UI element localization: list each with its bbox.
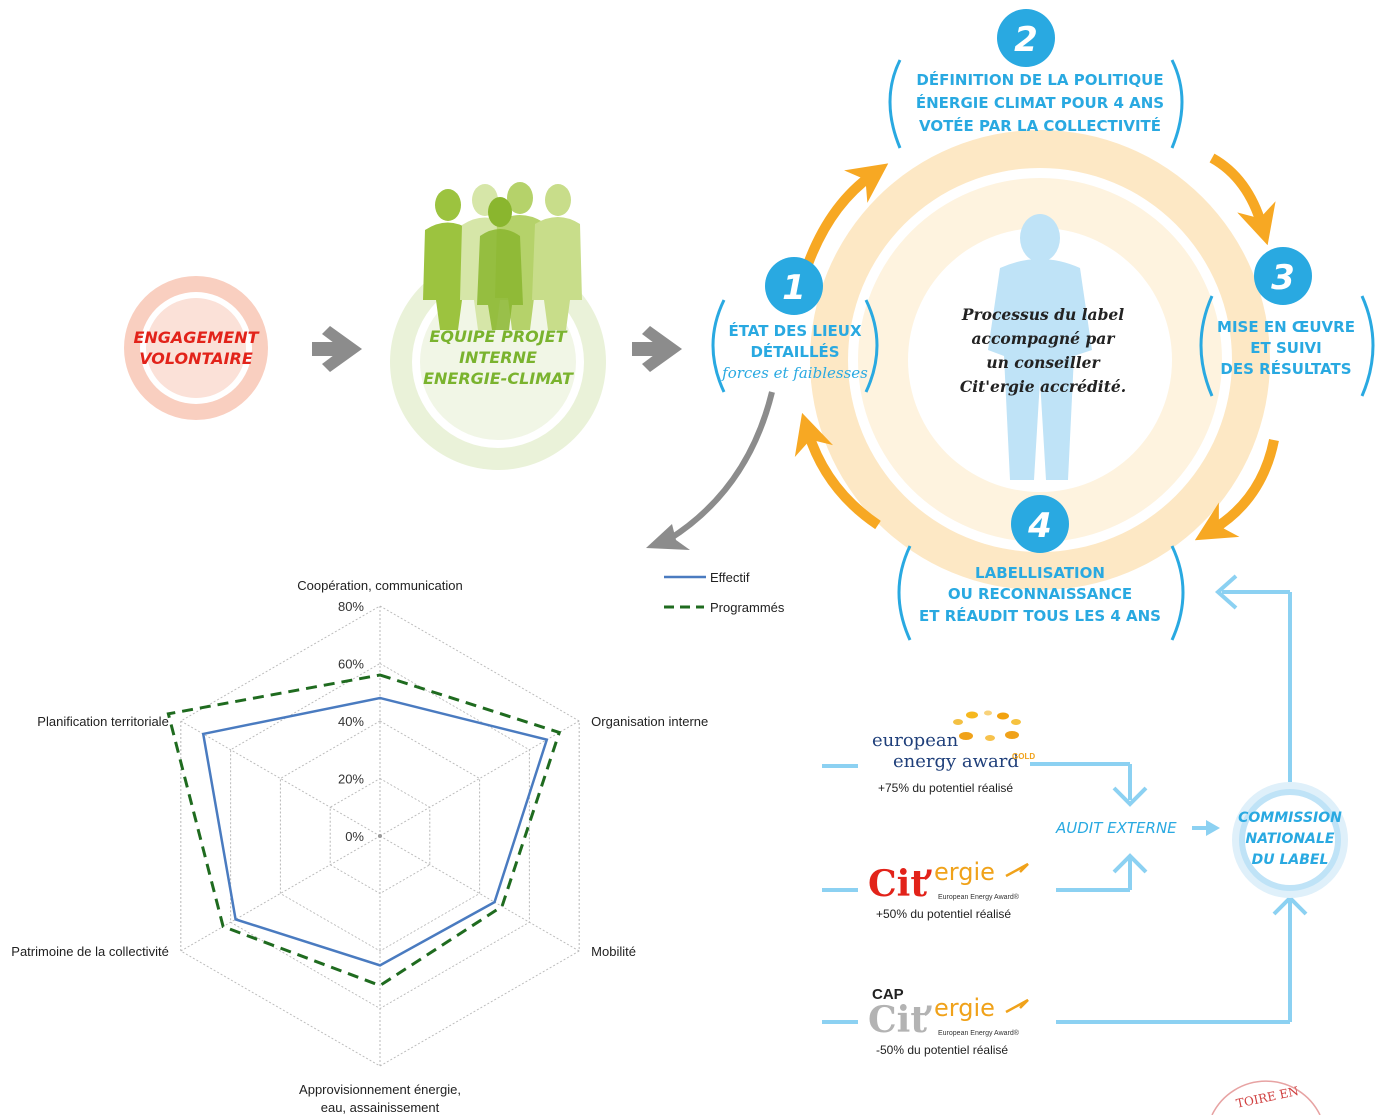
axis-label-5: Planification territoriale [37, 714, 169, 729]
cycle-arrow-3-4 [1194, 438, 1279, 541]
audit-label: AUDIT EXTERNE [1055, 819, 1177, 837]
cap-citergie-tier: CAP Cit ’ ergie European Energy Award® -… [822, 895, 1308, 1057]
axis-line-1 [379, 720, 580, 837]
cap-citergie-cap: CAP [872, 986, 904, 1003]
label-cycle: Processus du label accompagné par un con… [711, 9, 1375, 641]
step-2: 2 DÉFINITION DE LA POLITIQUE ÉNERGIE CLI… [888, 9, 1184, 149]
grey-arrow-2 [632, 326, 682, 372]
commission-line3: DU LABEL [1252, 852, 1329, 868]
center-line4: Cit'ergie accrédité. [960, 377, 1126, 396]
step-4-line3: ET RÉAUDIT TOUS LES 4 ANS [919, 606, 1161, 625]
eea-line1: european [872, 730, 959, 751]
tick-label-60: 60% [338, 657, 364, 672]
commission-nationale: COMMISSION NATIONALE DU LABEL [1214, 574, 1348, 898]
tick-label-80: 80% [338, 599, 364, 614]
step-1-badge [765, 257, 823, 315]
legend-effectif-label: Effectif [710, 570, 750, 585]
cap-citergie-swoosh-icon [1005, 998, 1029, 1014]
cap-citergie-cit: Cit [868, 999, 927, 1041]
step-3-number: 3 [1271, 258, 1295, 298]
step-3-line1: MISE EN ŒUVRE [1217, 318, 1355, 336]
step-3: 3 MISE EN ŒUVRE ET SUIVI DES RÉSULTATS [1199, 247, 1375, 397]
eea-stars-icon [953, 710, 1021, 741]
legend-programmes-label: Programmés [710, 600, 785, 615]
equipe-line2: INTERNE [459, 348, 537, 367]
axis-label-2: Mobilité [591, 944, 636, 959]
axis-label-3-line0: Approvisionnement énergie, [299, 1082, 461, 1097]
step-1-line1: ÉTAT DES LIEUX [728, 321, 862, 340]
step-2-line3: VOTÉE PAR LA COLLECTIVITÉ [919, 116, 1161, 135]
eea-gold: GOLD [1012, 752, 1035, 761]
axis-label-0: Coopération, communication [297, 578, 462, 593]
commission-line2: NATIONALE [1246, 831, 1335, 847]
center-line1: Processus du label [961, 305, 1124, 324]
grid-ring-40 [279, 720, 481, 952]
series-programmés-line [166, 673, 562, 988]
citergie-cit: Cit [868, 863, 927, 905]
radar-series [166, 673, 562, 988]
step-2-line1: DÉFINITION DE LA POLITIQUE [916, 70, 1163, 89]
axis-label-1: Organisation interne [591, 714, 708, 729]
radar-chart: 0% 20% 40% 60% 80% Coopération, communicatio… [11, 578, 708, 1115]
step-2-line2: ÉNERGIE CLIMAT POUR 4 ANS [916, 93, 1164, 112]
eea-line2: energy award [893, 751, 1019, 772]
eea-gold-tier: european energy award GOLD +75% du poten… [822, 710, 1148, 807]
step-4: 4 LABELLISATION OU RECONNAISSANCE ET RÉA… [897, 495, 1185, 641]
step-3-line2: ET SUIVI [1250, 339, 1321, 357]
equipe-line3: ENERGIE-CLIMAT [423, 369, 574, 388]
eea-caption: +75% du potentiel réalisé [878, 781, 1013, 795]
citergie-sub: European Energy Award® [938, 893, 1020, 901]
grey-arrow-1 [312, 326, 362, 372]
stamp-text: TOIRE EN [1235, 1084, 1300, 1111]
tick-label-20: 20% [338, 772, 364, 787]
chart-legend: Effectif Programmés [664, 570, 785, 615]
step-3-line3: DES RÉSULTATS [1220, 359, 1351, 378]
cap-citergie-caption: -50% du potentiel réalisé [876, 1043, 1008, 1057]
engagement-line2: VOLONTAIRE [139, 349, 253, 368]
audit-externe: AUDIT EXTERNE [1055, 819, 1220, 837]
step-2-number: 2 [1014, 20, 1038, 60]
axis-label-3-line1: eau, assainissement [321, 1100, 440, 1115]
step-1-line2: DÉTAILLÉS [750, 342, 839, 361]
citergie-swoosh-icon [1005, 862, 1029, 878]
radar-ticks: 0% 20% 40% 60% 80% [338, 599, 382, 844]
radar-center-dot [378, 834, 382, 838]
tick-label-0: 0% [345, 829, 364, 844]
equipe-line1: EQUIPE PROJET [429, 327, 567, 346]
axis-label-4: Patrimoine de la collectivité [11, 944, 169, 959]
team-silhouettes-icon [423, 182, 582, 330]
cycle-arrow-2-3 [1209, 153, 1276, 246]
cycle-arrow-1-2 [803, 163, 889, 266]
series-effectif-line [201, 696, 549, 967]
cap-citergie-ergie: ergie [934, 994, 995, 1022]
center-line2: accompagné par [972, 329, 1117, 348]
citergie-ergie: ergie [934, 858, 995, 886]
citergie-tier: Cit ’ ergie European Energy Award® +50% … [822, 853, 1148, 921]
engagement-line1: ENGAGEMENT [133, 328, 259, 347]
engagement-volontaire: ENGAGEMENT VOLONTAIRE [124, 276, 268, 420]
step-1-line3: forces et faiblesses [721, 364, 868, 382]
commission-line1: COMMISSION [1238, 810, 1342, 826]
step-4-line2: OU RECONNAISSANCE [948, 585, 1132, 603]
person-silhouette-icon [988, 214, 1092, 480]
step-2-badge [997, 9, 1055, 67]
stamp-seal: TOIRE EN [1211, 1080, 1321, 1115]
citergie-caption: +50% du potentiel réalisé [876, 907, 1011, 921]
step-4-line1: LABELLISATION [975, 564, 1105, 582]
step-1-number: 1 [782, 268, 806, 308]
cap-citergie-apos: ’ [922, 999, 935, 1041]
step-1: 1 ÉTAT DES LIEUX DÉTAILLÉS forces et fai… [711, 257, 879, 393]
cap-citergie-sub: European Energy Award® [938, 1029, 1020, 1037]
citergie-apos: ’ [922, 863, 935, 905]
tick-label-40: 40% [338, 714, 364, 729]
center-line3: un conseiller [986, 353, 1101, 372]
step-4-badge [1011, 495, 1069, 553]
step-4-number: 4 [1027, 506, 1052, 546]
cycle-arrow-4-1 [794, 412, 881, 530]
grey-arrow-to-chart [646, 391, 775, 550]
equipe-projet: EQUIPE PROJET INTERNE ENERGIE-CLIMAT [390, 182, 606, 470]
step-3-badge [1254, 247, 1312, 305]
